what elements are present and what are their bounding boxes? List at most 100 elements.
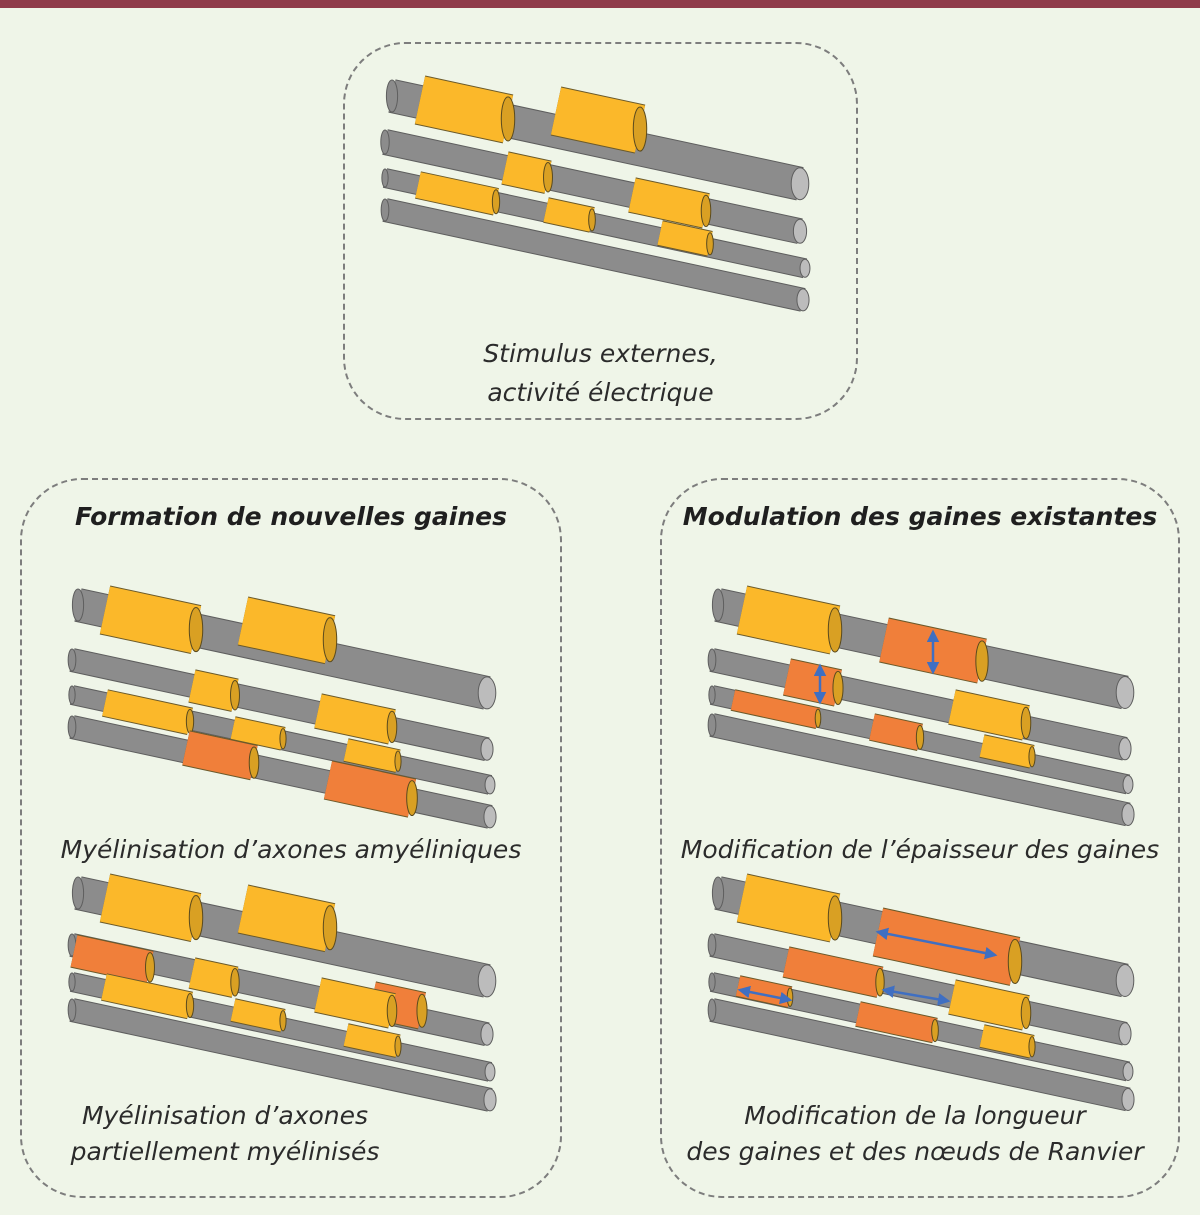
myelin-end: [185, 993, 195, 1018]
top-caption-line1: Stimulus externes,: [483, 339, 718, 368]
myelin-end: [386, 710, 398, 744]
myelin-end: [230, 680, 240, 711]
myelin-sheath: [415, 172, 499, 215]
axon-end: [477, 964, 497, 998]
myelin-end: [931, 1019, 939, 1043]
myelin-sheath: [783, 659, 842, 706]
myelin-end: [500, 96, 516, 142]
axon-end: [1122, 774, 1134, 794]
myelin-end: [1007, 938, 1023, 985]
myelin-end: [832, 670, 844, 706]
right-panel: [660, 478, 1180, 1198]
diagram-length-modification: [707, 873, 1135, 1112]
myelin-sheath: [237, 597, 336, 664]
myelin-sheath: [343, 1024, 401, 1057]
left-panel-heading: Formation de nouvelles gaines: [75, 502, 507, 531]
myelin-sheath: [188, 670, 239, 711]
axon-start: [711, 876, 725, 910]
axon-start: [380, 129, 390, 155]
axon-end: [1121, 1087, 1135, 1111]
axon-start: [67, 648, 77, 672]
myelin-end: [975, 640, 989, 682]
myelin-end: [279, 728, 287, 750]
myelin-sheath: [736, 586, 841, 654]
myelin-sheath: [782, 947, 884, 997]
myelin-sheath: [736, 874, 841, 942]
axon-start: [68, 685, 76, 705]
myelin-sheath: [70, 935, 154, 983]
left-caption-a: Myélinisation d’axones amyéliniques: [60, 835, 522, 864]
axon-end: [1118, 1022, 1132, 1046]
myelin-sheath: [230, 999, 286, 1032]
myelin-sheath: [343, 739, 401, 772]
right-caption-b-line2: des gaines et des nœuds de Ranvier: [686, 1137, 1144, 1166]
myelin-end: [706, 232, 714, 256]
axon: [709, 999, 1131, 1111]
myelin-end: [786, 987, 794, 1007]
diagram-thickness-modification: [707, 585, 1135, 827]
myelin-end: [279, 1010, 287, 1032]
myelin-end: [406, 780, 418, 817]
myelin-end: [1028, 1036, 1036, 1058]
top-panel: [343, 42, 858, 420]
myelin-end: [394, 1035, 402, 1057]
axon-start: [67, 715, 77, 739]
myelin-end: [416, 993, 428, 1028]
myelin-sheath: [550, 87, 646, 153]
myelin-end: [1028, 746, 1036, 768]
axon-end: [792, 218, 808, 244]
axon: [69, 999, 493, 1111]
axon-end: [483, 1088, 497, 1112]
axon-end: [480, 737, 494, 761]
axon-start: [707, 713, 717, 737]
axon-end: [1115, 964, 1135, 998]
myelin-sheath: [230, 717, 286, 750]
left-caption-b-line2: partiellement myélinisés: [70, 1137, 380, 1166]
myelin-sheath: [657, 221, 713, 256]
myelin-end: [322, 617, 338, 663]
axon: [709, 714, 1131, 826]
axon-start: [708, 685, 716, 705]
axon: [69, 716, 493, 828]
axon-end: [1121, 802, 1135, 826]
myelin-end: [185, 708, 195, 734]
measure-arrow: [875, 927, 998, 960]
right-caption-b-line1: Modification de la longueur: [744, 1101, 1086, 1130]
axon-end: [484, 1062, 496, 1082]
measure-arrow: [737, 985, 793, 1005]
myelin-sheath: [628, 178, 710, 228]
axon: [69, 649, 490, 760]
axon-end: [799, 258, 811, 278]
axon-end: [790, 167, 810, 201]
myelin-sheath: [314, 978, 396, 1028]
myelin-sheath: [237, 885, 336, 952]
myelin-end: [394, 750, 402, 772]
myelin-sheath: [99, 874, 202, 942]
top-caption-line2: activité électrique: [487, 378, 714, 407]
axon-start: [381, 168, 389, 188]
axon-start: [71, 588, 85, 622]
axon-start: [71, 876, 85, 910]
myelin-sheath: [979, 1025, 1035, 1058]
myelin-sheath: [501, 152, 552, 193]
axon-end: [480, 1022, 494, 1046]
axon-end: [484, 775, 496, 795]
myelin-sheath: [855, 1002, 938, 1043]
myelin-end: [1020, 996, 1032, 1030]
measure-arrow: [881, 985, 951, 1006]
axon-end: [796, 288, 810, 312]
left-caption-b-line1: Myélinisation d’axones: [81, 1101, 369, 1130]
right-panel-heading: Modulation des gaines existantes: [682, 502, 1158, 531]
myelin-end: [491, 189, 501, 215]
diagram-partial-myelination: [67, 873, 497, 1112]
axon-start: [711, 588, 725, 622]
myelin-sheath: [101, 974, 193, 1019]
axon: [382, 130, 803, 243]
axon-end: [1118, 737, 1132, 761]
myelin-sheath: [324, 761, 416, 817]
myelin-end: [827, 607, 843, 653]
myelin-sheath: [182, 731, 258, 780]
myelin-sheath: [948, 690, 1030, 740]
axon-end: [1115, 676, 1135, 710]
